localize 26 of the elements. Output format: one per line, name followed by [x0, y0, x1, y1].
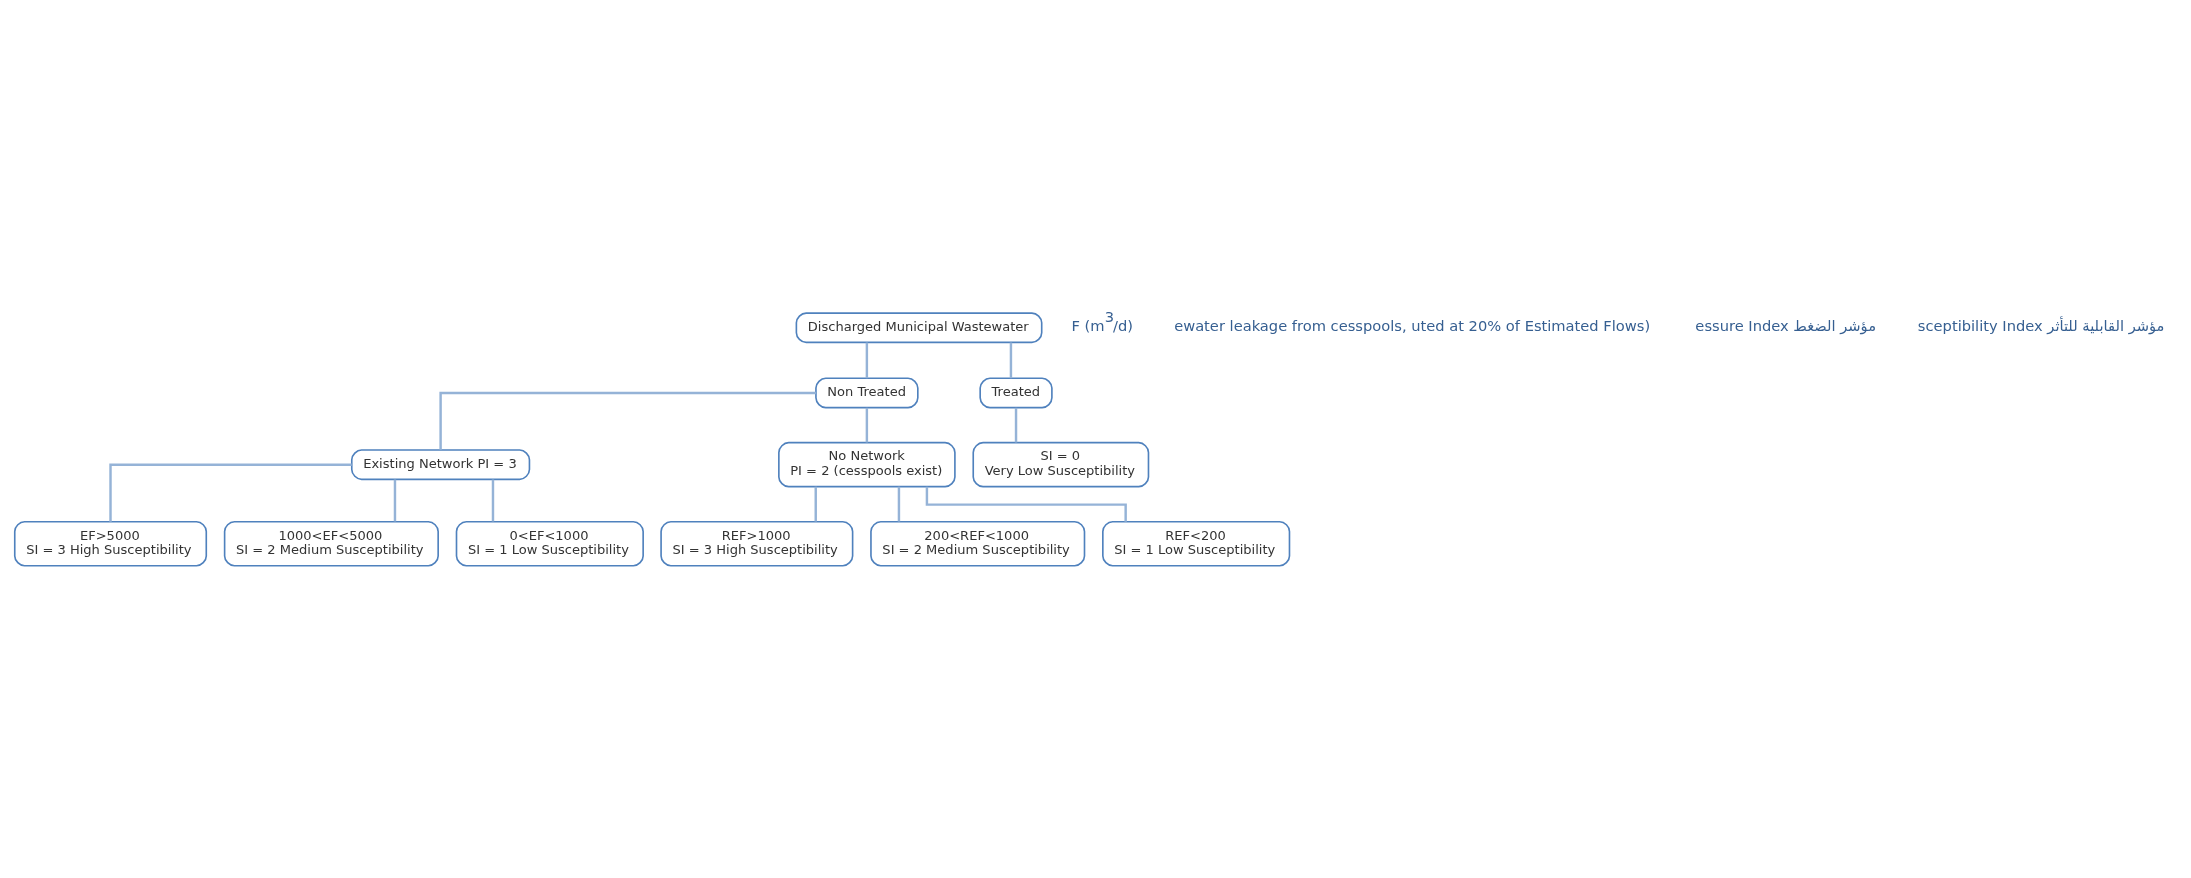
connector: [865, 342, 869, 379]
node-box: SI = 0 Very Low Susceptibility: [972, 441, 1150, 488]
connector: [491, 479, 495, 522]
connector: [925, 486, 1127, 522]
node-box: 1000<EF<5000 SI = 2 Medium Susceptibility: [223, 520, 439, 567]
node-box: Existing Network PI = 3: [350, 449, 531, 481]
node-box: Non Treated: [815, 377, 919, 409]
node-box: Discharged Municipal Wastewater: [795, 312, 1043, 344]
label: sceptibility Index مؤشر القابلية للتأثر: [1917, 317, 2165, 335]
connector: [439, 391, 816, 450]
connector: [393, 479, 397, 522]
node-box: REF>1000 SI = 3 High Susceptibility: [660, 520, 854, 567]
node-box: No Network PI = 2 (cesspools exist): [778, 441, 956, 488]
connector: [897, 486, 901, 522]
connector: [865, 407, 869, 443]
connector: [1009, 342, 1013, 379]
label: ewater leakage from cesspools, uted at 20% of Estimated Flows): [1174, 317, 1651, 335]
node-box: 200<REF<1000 SI = 2 Medium Susceptibility: [870, 520, 1086, 567]
connector: [109, 463, 352, 522]
node-box: 0<EF<1000 SI = 1 Low Susceptibility: [455, 520, 644, 567]
node-box: EF>5000 SI = 3 High Susceptibility: [13, 520, 208, 567]
connector: [1014, 407, 1018, 443]
label: essure Index مؤشر الضغط: [1695, 317, 1877, 335]
node-box: REF<200 SI = 1 Low Susceptibility: [1102, 520, 1291, 567]
node-box: Treated: [979, 377, 1053, 409]
connector: [814, 486, 817, 522]
